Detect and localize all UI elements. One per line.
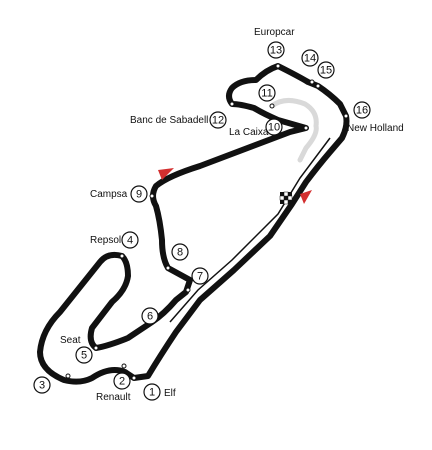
- corner-number: 6: [147, 311, 153, 323]
- direction-arrow-icon: [300, 190, 312, 204]
- corner-number: 14: [304, 53, 316, 65]
- corner-badge-16: [353, 101, 371, 119]
- corner-dot: [303, 125, 309, 131]
- pit-lane: [169, 137, 331, 323]
- corner-badge-6: [141, 307, 159, 325]
- corner-dot: [275, 63, 281, 69]
- corner-badge-3: [33, 376, 51, 394]
- corner-number: 1: [149, 387, 155, 399]
- corner-badge-2: [113, 372, 131, 390]
- corner-number: 5: [81, 350, 87, 362]
- corner-number: 13: [270, 45, 282, 57]
- corner-dot: [149, 193, 155, 199]
- corner-name-label: La Caixa: [229, 127, 269, 138]
- corner-badge-9: [130, 185, 148, 203]
- corner-dot: [185, 287, 191, 293]
- corner-dot: [165, 265, 171, 271]
- corner-dot: [309, 79, 315, 85]
- corner-badge-10: [265, 118, 283, 136]
- corner-number: 10: [268, 122, 280, 134]
- corner-number: 16: [356, 105, 368, 117]
- corner-name-label: Renault: [96, 392, 131, 403]
- corner-name-label: Banc de Sabadell: [130, 115, 208, 126]
- corner-badge-7: [191, 267, 209, 285]
- corner-number: 3: [39, 380, 45, 392]
- corner-badge-13: [267, 41, 285, 59]
- corner-dot: [121, 363, 127, 369]
- corner-name-label: Europcar: [254, 27, 295, 38]
- corner-dot: [65, 373, 71, 379]
- corner-badge-5: [75, 346, 93, 364]
- corner-number: 2: [119, 376, 125, 388]
- corner-badge-11: [258, 84, 276, 102]
- checkered-flag-icon: [279, 191, 293, 205]
- corner-dot: [315, 83, 321, 89]
- corner-dot: [229, 101, 235, 107]
- corner-badge-14: [301, 49, 319, 67]
- corner-number: 11: [261, 88, 272, 100]
- corner-dot: [131, 375, 137, 381]
- direction-arrow-icon: [158, 168, 174, 180]
- corner-number: 15: [320, 65, 332, 77]
- corner-name-label: Elf: [164, 388, 176, 399]
- corner-name-label: Campsa: [90, 189, 128, 200]
- corner-badge-4: [121, 231, 139, 249]
- corner-dot: [93, 345, 99, 351]
- corner-number: 7: [197, 271, 203, 283]
- corner-name-label: Repsol: [90, 235, 121, 246]
- corner-dot: [119, 253, 125, 259]
- corner-name-label: New Holland: [347, 123, 404, 134]
- corner-number: 4: [127, 235, 133, 247]
- track-path: [37, 63, 350, 385]
- corner-number: 9: [136, 189, 142, 201]
- corner-badge-15: [317, 61, 335, 79]
- corner-dot: [343, 113, 349, 119]
- corner-badge-8: [171, 243, 189, 261]
- corner-number: 12: [212, 115, 224, 127]
- corner-name-label: Seat: [60, 335, 81, 346]
- corner-dot: [269, 103, 275, 109]
- corner-badge-1: [143, 383, 161, 401]
- corner-number: 8: [177, 247, 183, 259]
- corner-badge-12: [209, 111, 227, 129]
